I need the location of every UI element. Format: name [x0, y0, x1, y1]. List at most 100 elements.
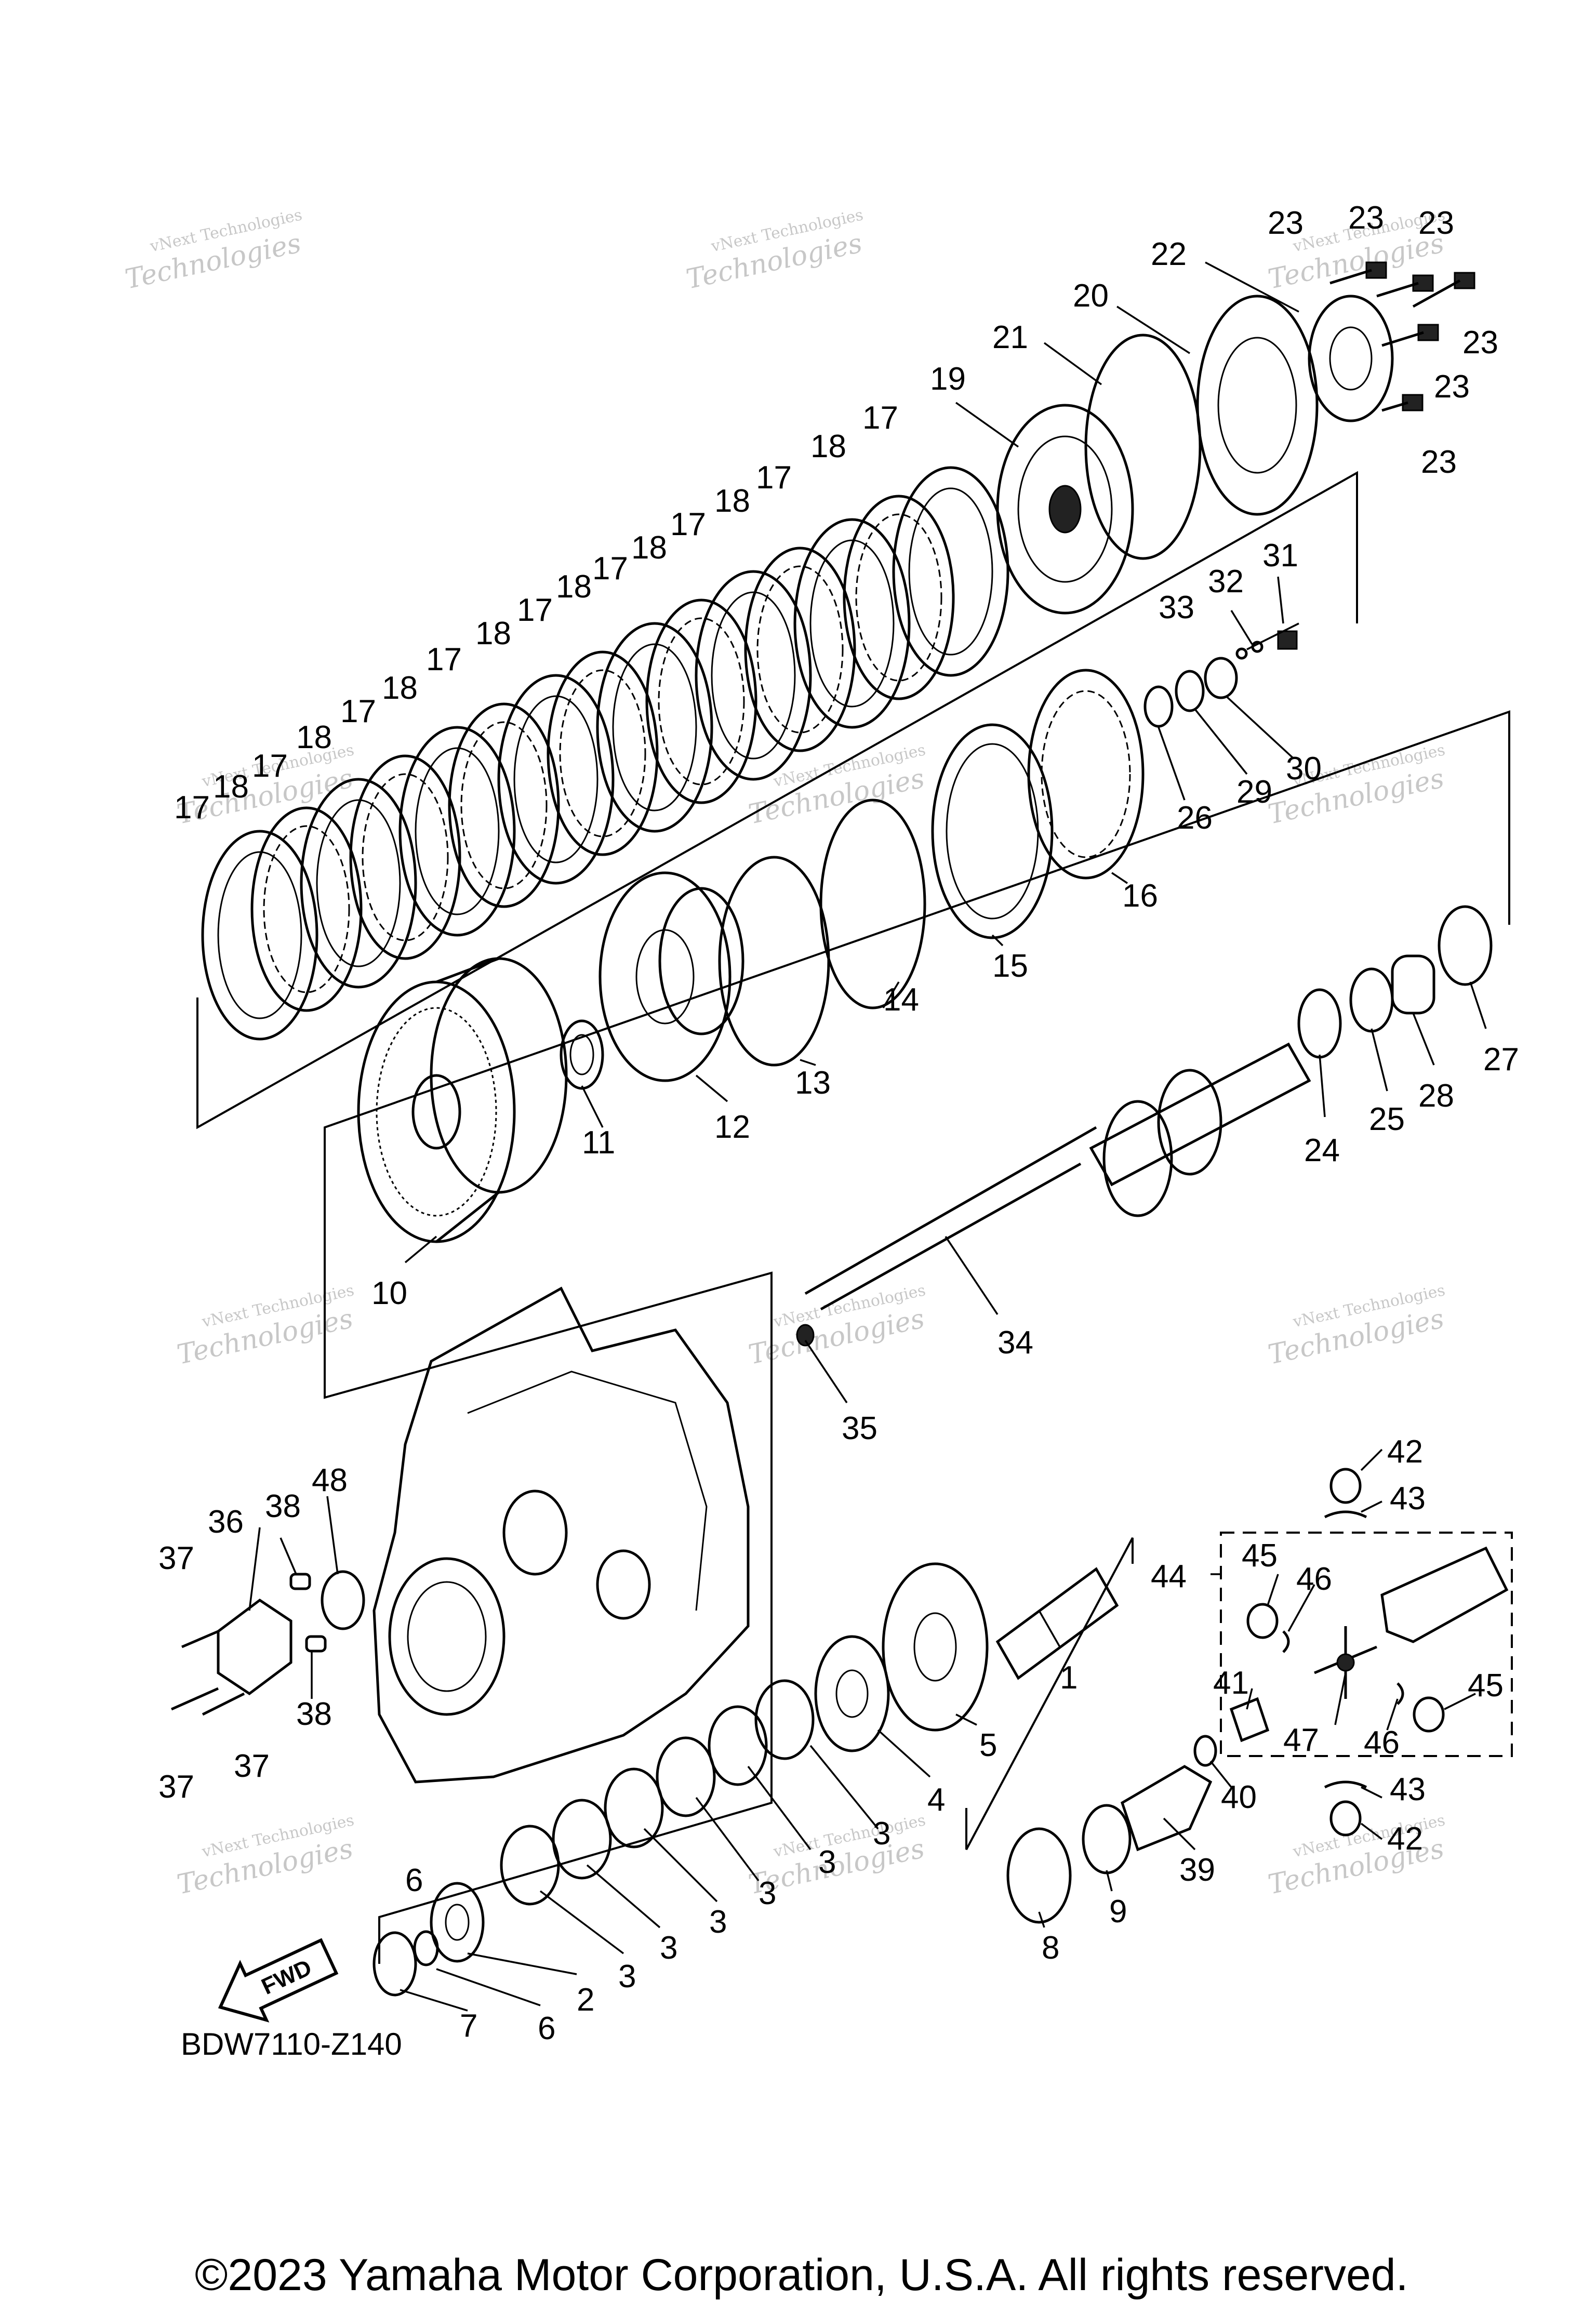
callout-44: 44 [1151, 1559, 1187, 1594]
clutch-plates [201, 466, 1009, 1041]
friction-plate [695, 570, 812, 781]
ring-14 [819, 799, 926, 1009]
clutch-housing [357, 957, 568, 1243]
callout-34: 34 [998, 1325, 1033, 1361]
circlip-43-bottom [1324, 1780, 1367, 1789]
callout-23: 23 [1348, 200, 1384, 236]
thrust-washer [560, 1019, 604, 1090]
steel-plate [744, 547, 856, 752]
circlip-46-right [1396, 1682, 1404, 1705]
bolt-41 [1229, 1697, 1270, 1743]
callout-17: 17 [862, 400, 898, 436]
crankcase [373, 1286, 750, 1784]
callout-23: 23 [1462, 325, 1498, 361]
watermark: vNext Technologies Technologies [175, 1281, 356, 1371]
callout-18: 18 [475, 616, 511, 651]
callout-17: 17 [426, 642, 462, 677]
bearing-cup-42-top [1329, 1468, 1362, 1504]
collar-28 [1391, 954, 1435, 1015]
callout-19: 19 [930, 361, 966, 397]
steel-plate [843, 495, 955, 700]
watermark: vNext Technologies Technologies [746, 1281, 927, 1371]
callout-1: 1 [1060, 1660, 1078, 1696]
output-shaft-frame [965, 1537, 1134, 1850]
bearing-cup-45-right [1413, 1696, 1445, 1733]
callout-37: 37 [158, 1769, 194, 1805]
gear-cluster [1102, 1100, 1173, 1217]
callout-37: 37 [158, 1540, 194, 1576]
callout-38: 38 [296, 1696, 332, 1732]
dowel-pin-38 [289, 1573, 311, 1590]
callout-labels: 23 23 23 23 23 23 22 20 21 19 17 18 17 1… [158, 200, 1519, 2046]
watermark: vNext Technologies Technologies [1266, 1811, 1447, 1900]
callout-18: 18 [556, 569, 592, 605]
cover-assembly [170, 1570, 365, 1716]
pressure-plate [996, 404, 1134, 615]
callout-18: 18 [810, 429, 846, 464]
callout-41: 41 [1213, 1665, 1249, 1701]
callout-27: 27 [1483, 1042, 1519, 1078]
spring-retainer-plate [1308, 295, 1394, 422]
watermark: vNext Technologies Technologies [175, 1811, 356, 1900]
callout-23: 23 [1268, 205, 1304, 241]
callout-46: 46 [1296, 1561, 1332, 1597]
bearing-cup-45-left [1246, 1603, 1279, 1639]
watermark: vNext Technologies Technologies [746, 741, 927, 830]
needle-bearing-27 [1438, 905, 1493, 986]
callout-3: 3 [873, 1816, 890, 1852]
callout-9: 9 [1109, 1894, 1127, 1930]
cover-36 [217, 1598, 292, 1696]
watermark: vNext Technologies Technologies [1266, 1281, 1447, 1371]
callout-18: 18 [382, 670, 418, 706]
gear-5 [882, 1562, 989, 1732]
callout-22: 22 [1151, 236, 1187, 272]
small-clutch-parts [1143, 630, 1298, 728]
clutch-spring-plate [1196, 295, 1319, 516]
diagram-code: BDW7110-Z140 [181, 2027, 402, 2062]
universal-joint-dash-frame [1220, 1532, 1513, 1757]
callout-18: 18 [296, 720, 332, 755]
steel-plate-16 [1027, 669, 1145, 880]
callout-7: 7 [460, 2008, 477, 2044]
main-shaft-assembly [796, 905, 1493, 1347]
callout-18: 18 [631, 530, 667, 566]
circlip-6 [413, 1930, 439, 1966]
drive-yoke-assembly [1120, 1468, 1509, 1852]
dowel-pin-38b [305, 1635, 327, 1653]
callout-3: 3 [709, 1904, 727, 1940]
callout-29: 29 [1236, 774, 1272, 810]
callout-17: 17 [340, 694, 376, 729]
callout-26: 26 [1177, 800, 1213, 836]
callout-17: 17 [252, 748, 288, 784]
callout-28: 28 [1418, 1078, 1454, 1114]
steel-plate [349, 754, 461, 960]
callout-25: 25 [1369, 1101, 1405, 1137]
callout-48: 48 [312, 1462, 348, 1498]
callout-37: 37 [234, 1748, 270, 1784]
callout-6: 6 [405, 1863, 423, 1898]
friction-plate [201, 830, 318, 1041]
bolt [1329, 261, 1387, 285]
steel-plate [250, 806, 363, 1012]
washer-26 [1143, 685, 1174, 728]
friction-plate-15 [931, 723, 1054, 939]
callout-5: 5 [979, 1727, 997, 1763]
leader-lines [248, 261, 1487, 2012]
circlip-46-left [1282, 1630, 1290, 1653]
washer-24 [1297, 988, 1342, 1059]
bolt [1376, 274, 1434, 298]
callout-39: 39 [1179, 1852, 1215, 1888]
steel-plate [645, 599, 757, 804]
callout-42: 42 [1387, 1434, 1423, 1470]
callout-43: 43 [1390, 1772, 1426, 1807]
friction-plate [497, 674, 615, 885]
callout-4: 4 [927, 1782, 945, 1818]
callout-33: 33 [1159, 590, 1194, 626]
callout-17: 17 [592, 551, 628, 587]
bolts [1329, 261, 1475, 412]
callout-31: 31 [1262, 538, 1298, 574]
bolt-37b [170, 1687, 219, 1711]
callout-21: 21 [992, 320, 1028, 355]
copyright-notice: ©2023 Yamaha Motor Corporation, U.S.A. A… [195, 2250, 1408, 2300]
